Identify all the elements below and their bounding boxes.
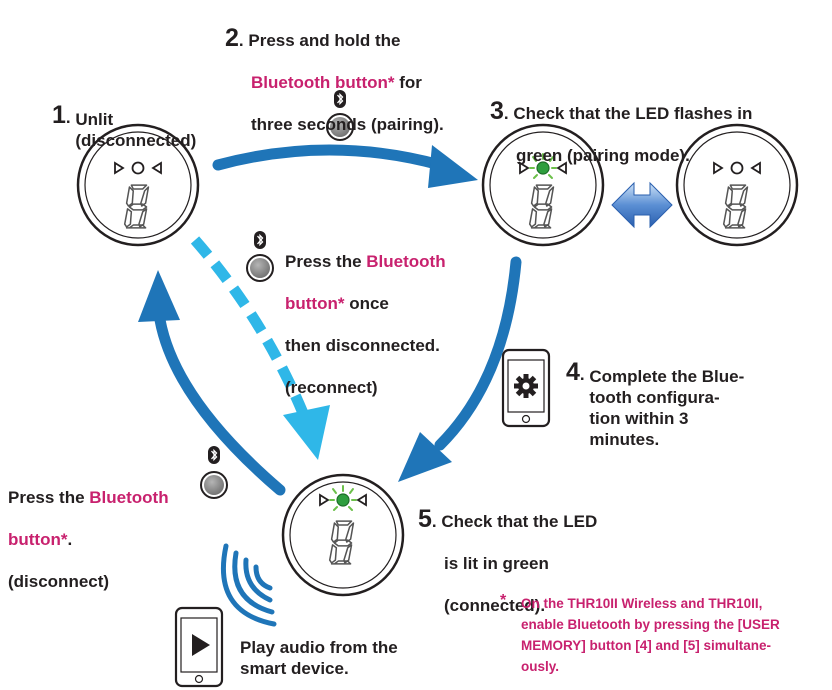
step-2-line1: Press and hold the [248,31,401,50]
play-icon [192,634,210,656]
device-display-pairing [481,123,605,247]
step-5-line3: (connected). [444,596,546,615]
step-2-number: 2 [225,24,239,52]
double-arrow-icon [611,181,673,229]
step-5-line1: Check that the LED [441,512,598,531]
disconnect-highlight-2: button* [8,530,68,549]
smartphone-settings [501,348,551,428]
footnote-star: * [500,592,507,609]
play-audio-label: Play audio from the smart device. [240,638,398,678]
step-3-line1: Check that the LED flashes in [513,104,753,123]
step-2-line3: three seconds (pairing). [251,115,444,134]
reconnect-after: once [344,294,389,313]
reconnect-label: Press the Bluetooth button* once then di… [285,230,505,398]
arrow-connect [398,256,522,482]
disconnect-line3: (disconnect) [8,572,110,591]
bluetooth-button-disconnect [200,446,228,499]
smartphone-play [174,606,224,688]
step-5-label: 5. Check that the LED is lit in green (c… [418,505,598,616]
step-1-number: 1 [52,101,66,129]
reconnect-highlight-1: Bluetooth [366,252,446,271]
arrow-reconnect-dashed [190,236,330,460]
device-display-connected [281,473,405,597]
arrow-pairing [212,144,478,188]
footnote-text: On the THR10II Wireless and THR10II, ena… [521,596,780,674]
bluetooth-icon [334,90,346,108]
bluetooth-button-top [326,90,354,141]
bluetooth-button-reconnect [246,231,274,282]
bluetooth-icon [208,446,220,464]
bluetooth-icon [254,231,266,249]
reconnect-line3: then disconnected. [285,336,440,355]
step-4-text: Complete the Blue- tooth configura- tion… [589,367,745,449]
arrow-disconnect [138,270,286,496]
reconnect-highlight-2: button* [285,294,345,313]
step-5-number: 5 [418,505,432,533]
disconnect-highlight-1: Bluetooth [89,488,169,507]
step-4-label: 4. Complete the Blue- tooth configura- t… [566,358,745,450]
step-2-highlight: Bluetooth button* [251,73,395,92]
step-4-number: 4 [566,358,580,386]
reconnect-before: Press the [285,252,367,271]
wireless-signal-icon [220,543,277,627]
disconnect-before: Press the [8,488,90,507]
step-3-number: 3 [490,97,504,125]
step-1-label: 1. Unlit (disconnected) [52,101,197,151]
step-2-after: for [394,73,422,92]
step-3-line2: green (pairing mode). [516,146,690,165]
device-display-flash-off [675,123,799,247]
gear-icon [514,374,538,398]
device-display-unlit [76,123,200,247]
step-1-text: Unlit (disconnected) [75,110,197,150]
disconnect-label: Press the Bluetooth button*. (disconnect… [8,466,208,592]
step-5-line2: is lit in green [444,554,549,573]
step-2-label: 2. Press and hold the Bluetooth button* … [225,24,444,135]
step-3-label: 3. Check that the LED flashes in green (… [490,97,753,166]
reconnect-line4: (reconnect) [285,378,378,397]
disconnect-after: . [67,530,73,549]
